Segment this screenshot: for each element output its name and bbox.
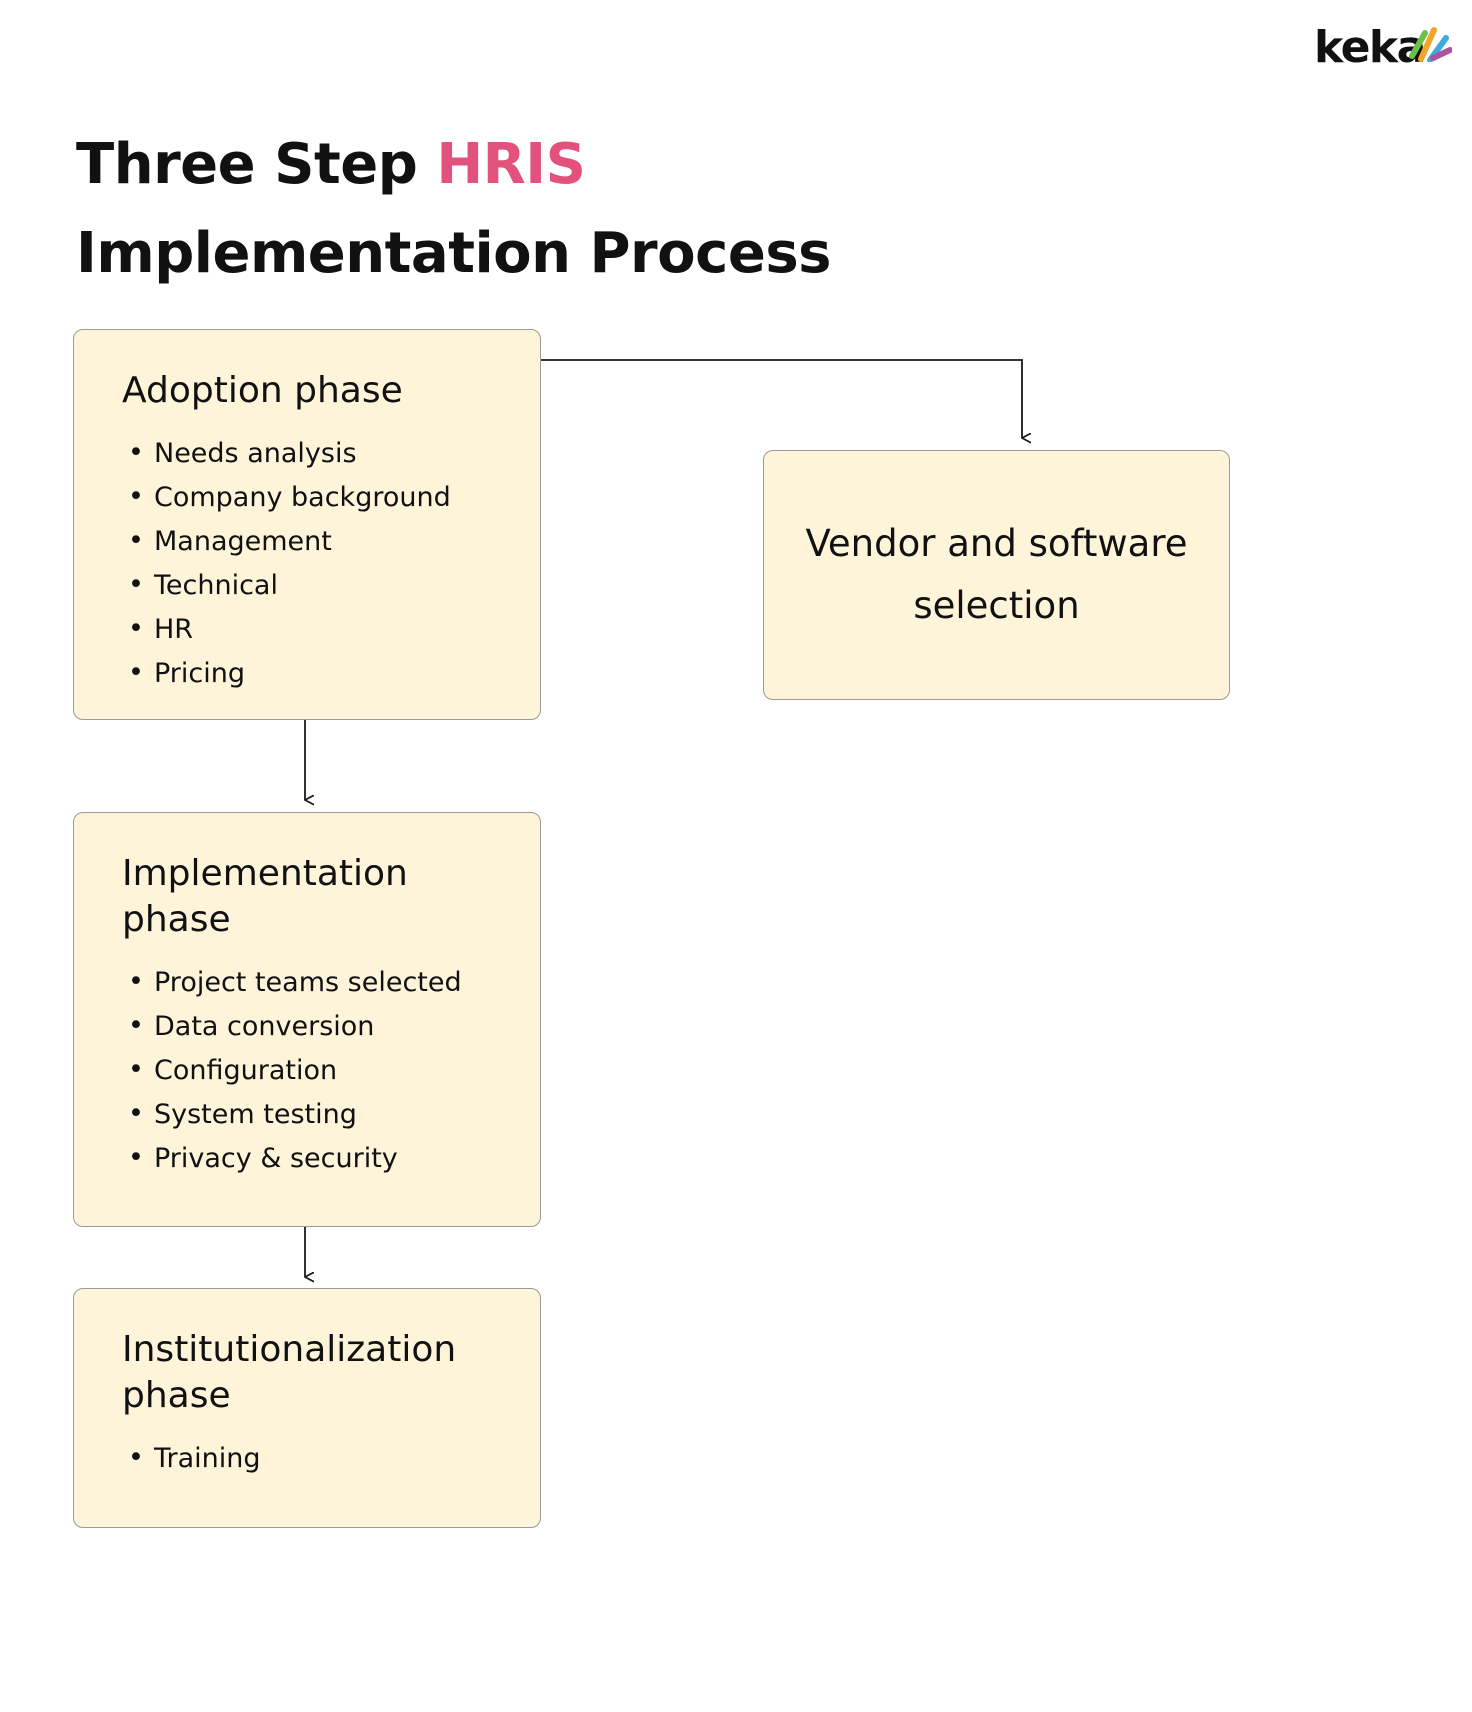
list-item: Company background bbox=[122, 475, 510, 520]
list-item: Privacy & security bbox=[122, 1136, 510, 1181]
list-item: Needs analysis bbox=[122, 431, 510, 476]
node-adoption-list: Needs analysis Company background Manage… bbox=[122, 431, 510, 696]
page-title: Three Step HRIS Implementation Process bbox=[76, 120, 1076, 299]
node-adoption-phase: Adoption phase Needs analysis Company ba… bbox=[73, 329, 541, 720]
node-implementation-title: Implementation phase bbox=[122, 853, 408, 941]
node-institutionalization-phase: Institutionalization phase Training bbox=[73, 1288, 541, 1528]
keka-wordmark: keka bbox=[1314, 22, 1426, 73]
list-item: Project teams selected bbox=[122, 960, 510, 1005]
connector-adoption-to-vendor bbox=[541, 359, 1022, 438]
title-line-2-text: Implementation Process bbox=[76, 221, 831, 287]
node-implementation-list: Project teams selected Data conversion C… bbox=[122, 960, 510, 1181]
keka-logo: keka bbox=[1314, 14, 1452, 76]
node-vendor-title: Vendor and software selection bbox=[805, 522, 1188, 627]
node-institutionalization-list: Training bbox=[122, 1436, 510, 1481]
list-item: Configuration bbox=[122, 1048, 510, 1093]
title-line-1-text: Three Step bbox=[76, 131, 437, 197]
node-adoption-title: Adoption phase bbox=[122, 370, 403, 411]
list-item: Technical bbox=[122, 563, 510, 608]
list-item: HR bbox=[122, 607, 510, 652]
list-item: Pricing bbox=[122, 651, 510, 696]
node-institutionalization-title: Institutionalization phase bbox=[122, 1329, 457, 1417]
list-item: Management bbox=[122, 519, 510, 564]
node-implementation-phase: Implementation phase Project teams selec… bbox=[73, 812, 541, 1227]
node-vendor-selection: Vendor and software selection bbox=[763, 450, 1230, 700]
sparkle-icon bbox=[1409, 27, 1452, 62]
list-item: System testing bbox=[122, 1092, 510, 1137]
list-item: Training bbox=[122, 1436, 510, 1481]
list-item: Data conversion bbox=[122, 1004, 510, 1049]
title-accent-hris: HRIS bbox=[436, 131, 586, 197]
